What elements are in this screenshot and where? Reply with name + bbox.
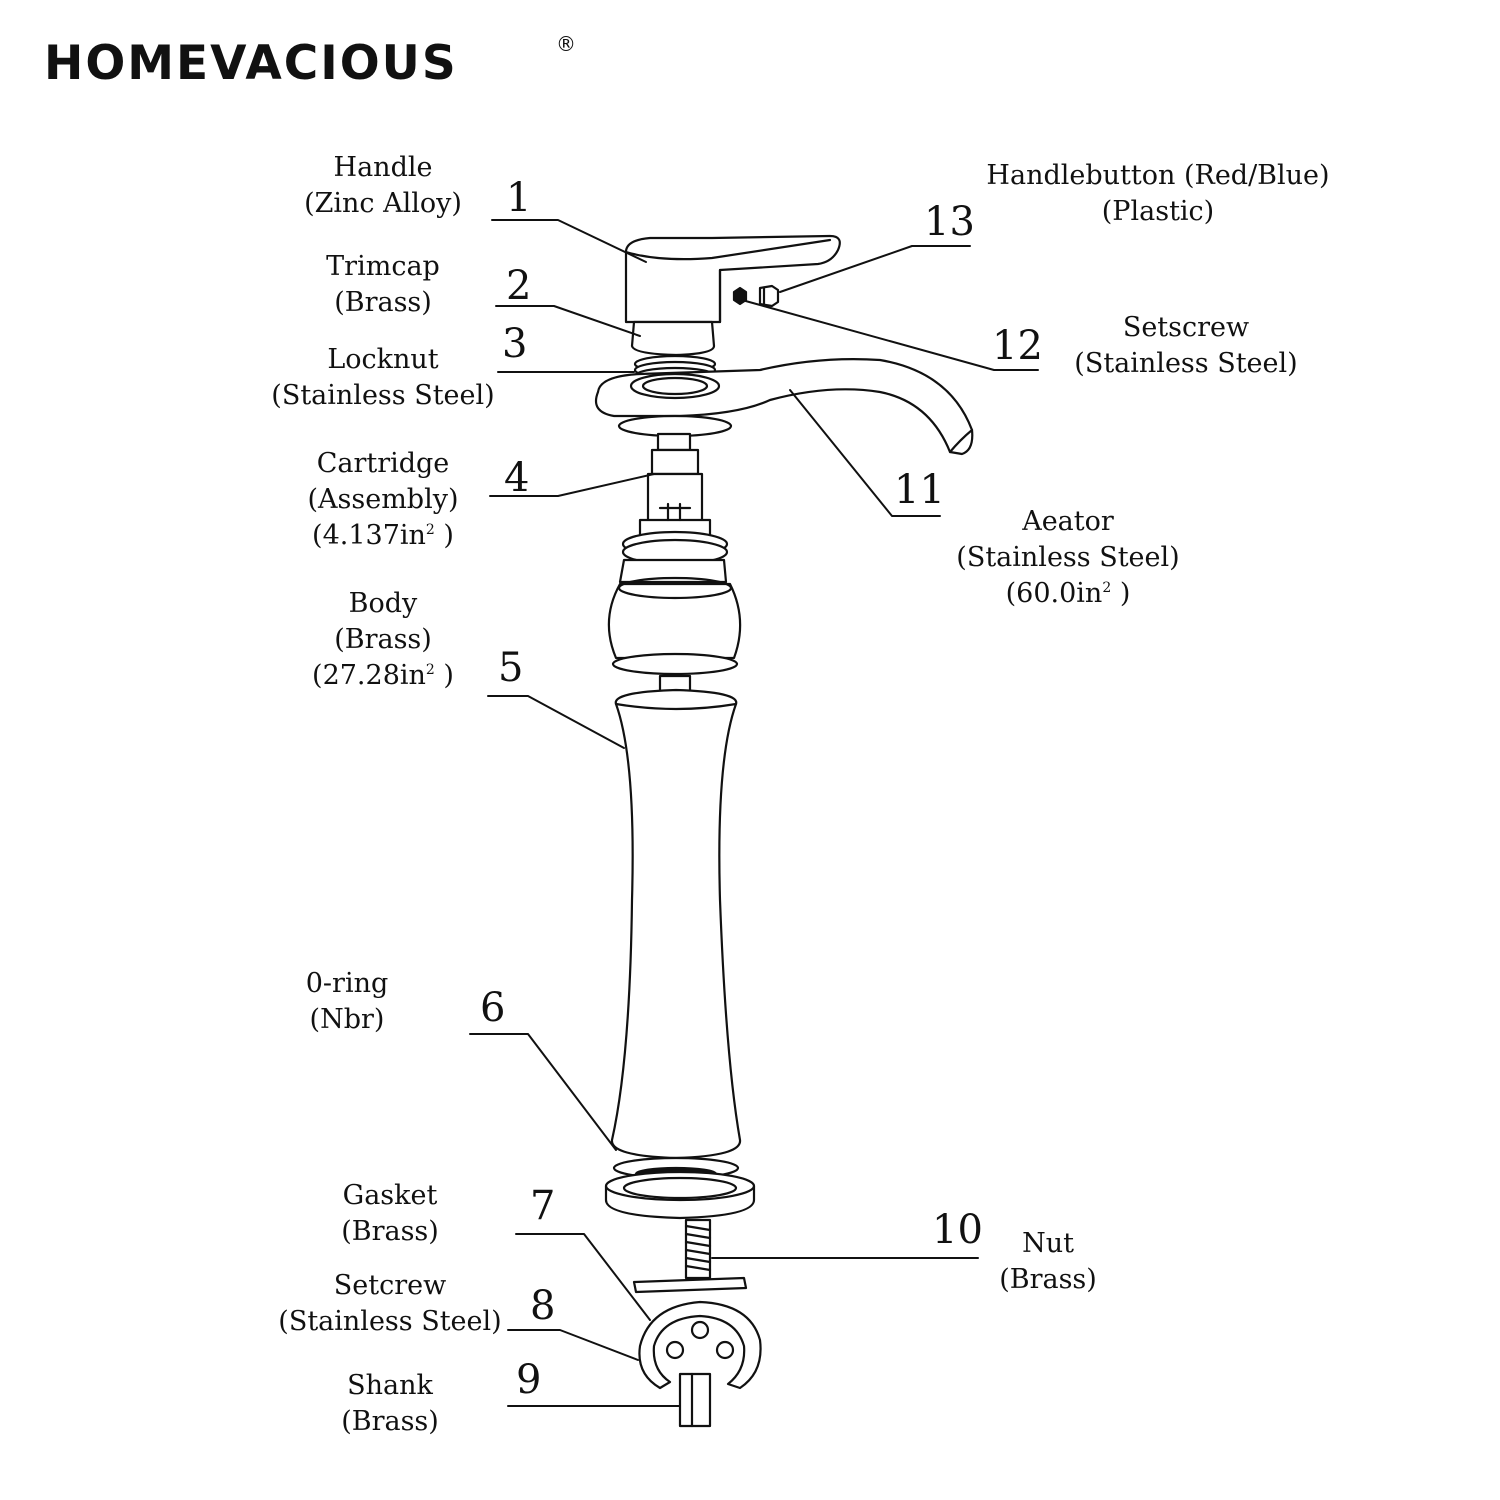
label-aeator: Aeator (Stainless Steel) (60.0in2 ) <box>956 506 1180 609</box>
label-body: Body (Brass) (27.28in2 ) <box>312 588 454 691</box>
label-gasket: Gasket (Brass) <box>341 1180 439 1247</box>
number-3: 3 <box>502 321 528 367</box>
leader-13 <box>779 245 971 293</box>
number-7: 7 <box>530 1183 556 1229</box>
spout-part <box>594 358 974 456</box>
label-o-ring: 0-ring (Nbr) <box>305 968 389 1035</box>
leader-4 <box>489 473 655 497</box>
number-12: 12 <box>992 323 1043 369</box>
label-trimcap: Trimcap (Brass) <box>326 251 440 318</box>
registered-mark: ® <box>556 32 576 56</box>
number-8: 8 <box>530 1283 556 1329</box>
number-10: 10 <box>932 1207 983 1253</box>
brand-logo: HOMEVACIOUS <box>44 36 458 91</box>
number-9: 9 <box>516 1357 542 1403</box>
number-1: 1 <box>506 175 532 221</box>
label-nut: Nut (Brass) <box>999 1228 1097 1295</box>
label-locknut: Locknut (Stainless Steel) <box>271 344 495 411</box>
label-handle: Handle (Zinc Alloy) <box>304 152 462 219</box>
label-setscrew: Setscrew (Stainless Steel) <box>1074 312 1298 379</box>
upper-body-part <box>607 558 742 698</box>
handle-part <box>624 234 841 324</box>
cartridge-part <box>638 432 712 538</box>
body-part <box>610 688 742 1160</box>
leader-6 <box>469 1033 617 1151</box>
label-cartridge: Cartridge (Assembly) (4.137in2 ) <box>307 448 459 551</box>
leader-11 <box>789 389 941 517</box>
number-13: 13 <box>924 199 975 245</box>
nut-part <box>684 1218 712 1280</box>
lower-ring-part <box>604 1170 756 1220</box>
setcrew-clamp-part <box>638 1300 762 1390</box>
leader-8 <box>507 1329 639 1361</box>
handlebutton-part <box>758 284 780 308</box>
leader-12 <box>741 299 1039 371</box>
number-6: 6 <box>480 985 506 1031</box>
label-handlebutton: Handlebutton (Red/Blue) (Plastic) <box>986 160 1330 227</box>
label-setcrew: Setcrew (Stainless Steel) <box>278 1270 502 1337</box>
trimcap-part <box>630 320 716 357</box>
gasket-part <box>632 1276 748 1294</box>
cartridge-seat-ring <box>621 530 729 566</box>
leader-lines <box>469 219 1039 1407</box>
leader-5 <box>487 695 625 749</box>
label-shank: Shank (Brass) <box>341 1370 439 1437</box>
number-2: 2 <box>506 263 532 309</box>
leader-7 <box>515 1233 651 1321</box>
number-5: 5 <box>498 645 524 691</box>
leader-1 <box>491 219 647 263</box>
shank-part <box>678 1372 712 1428</box>
number-11: 11 <box>894 467 945 513</box>
number-4: 4 <box>504 455 530 501</box>
leader-2 <box>495 305 641 337</box>
